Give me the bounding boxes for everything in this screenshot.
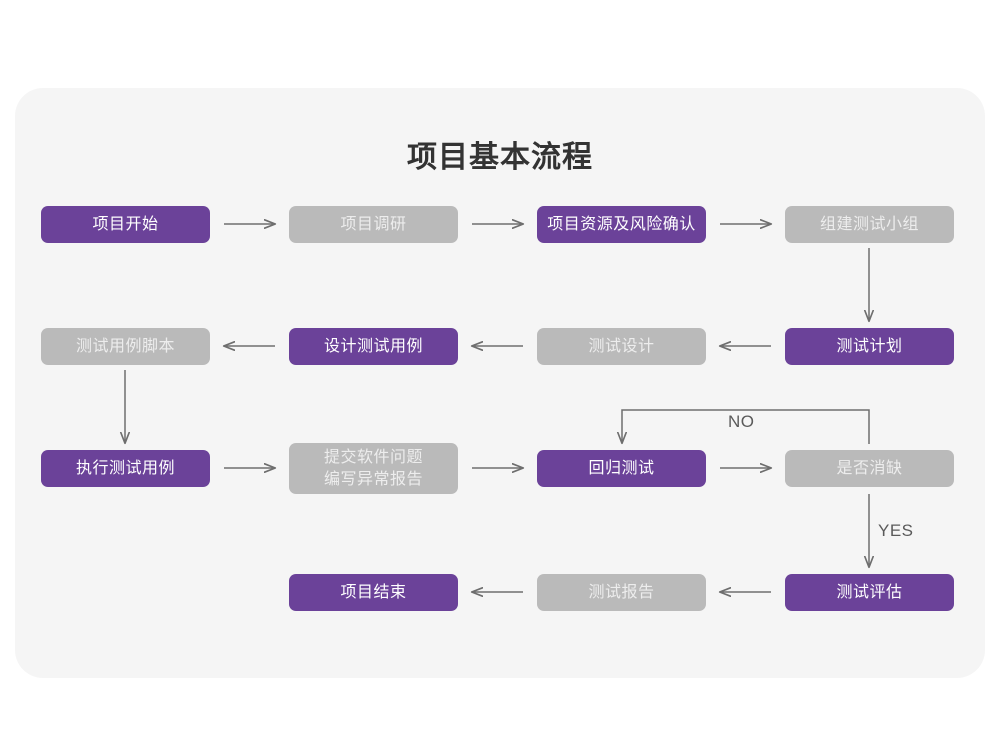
node-regression-test[interactable]: 回归测试: [537, 450, 706, 487]
node-testcase-script[interactable]: 测试用例脚本: [41, 328, 210, 365]
node-test-report[interactable]: 测试报告: [537, 574, 706, 611]
edge-label-no: NO: [728, 412, 755, 431]
node-build-test-team[interactable]: 组建测试小组: [785, 206, 954, 243]
node-project-start[interactable]: 项目开始: [41, 206, 210, 243]
node-project-research[interactable]: 项目调研: [289, 206, 458, 243]
node-defect-cleared[interactable]: 是否消缺: [785, 450, 954, 487]
node-test-evaluation[interactable]: 测试评估: [785, 574, 954, 611]
node-execute-testcase[interactable]: 执行测试用例: [41, 450, 210, 487]
node-test-plan[interactable]: 测试计划: [785, 328, 954, 365]
node-project-end[interactable]: 项目结束: [289, 574, 458, 611]
node-design-testcase[interactable]: 设计测试用例: [289, 328, 458, 365]
node-submit-issue-report[interactable]: 提交软件问题 编写异常报告: [289, 443, 458, 494]
edge-label-yes: YES: [878, 521, 914, 540]
node-test-design[interactable]: 测试设计: [537, 328, 706, 365]
node-resource-risk-confirm[interactable]: 项目资源及风险确认: [537, 206, 706, 243]
page-title: 项目基本流程: [407, 141, 593, 174]
